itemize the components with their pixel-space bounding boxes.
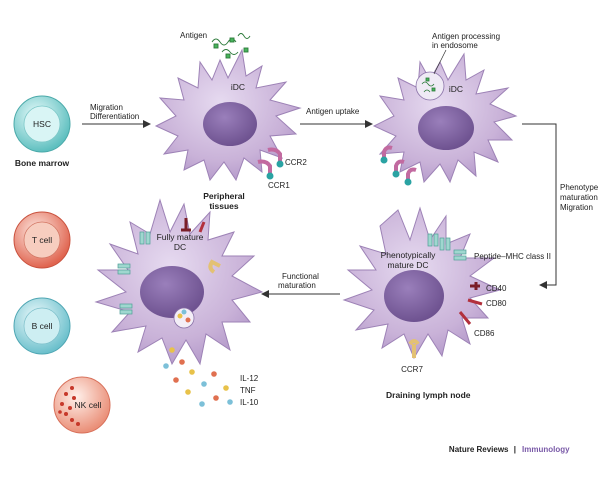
migration2-label: Migration bbox=[560, 203, 593, 212]
phenotype-label: Phenotype bbox=[560, 183, 599, 192]
b-cell: B cell bbox=[13, 297, 71, 355]
nucleus bbox=[418, 106, 474, 150]
cd86-icon bbox=[198, 221, 206, 233]
processing-label-1: Antigen processing bbox=[432, 32, 500, 41]
nucleus bbox=[384, 270, 444, 322]
tissues-label: tissues bbox=[209, 201, 239, 211]
cd86-label: CD86 bbox=[474, 329, 495, 338]
ccr2-label: CCR2 bbox=[285, 158, 307, 167]
cytokines-icon bbox=[163, 347, 233, 407]
nucleus bbox=[203, 102, 257, 146]
maturation2-label: maturation bbox=[278, 281, 316, 290]
differentiation-label: Differentiation bbox=[90, 112, 139, 121]
b-cell-label: B cell bbox=[32, 321, 53, 331]
cd40-icon bbox=[470, 282, 480, 290]
processing-label-2: in endosome bbox=[432, 41, 478, 50]
phenotypically-mature-dc: Phenotypically mature DC bbox=[342, 206, 502, 360]
cytokine-vesicle-icon bbox=[173, 307, 195, 329]
full-dc-label-1: Fully mature bbox=[157, 232, 204, 242]
antigen-icon bbox=[211, 33, 251, 59]
immature-dc-peripheral: iDC bbox=[154, 48, 302, 182]
cd40-label: CD40 bbox=[486, 284, 507, 293]
peripheral-label: Peripheral bbox=[203, 191, 245, 201]
idc-right-label: iDC bbox=[449, 84, 463, 94]
cd86-icon bbox=[458, 311, 472, 325]
t-cell-label: T cell bbox=[32, 235, 52, 245]
pheno-dc-label-2: mature DC bbox=[387, 260, 428, 270]
ccr7-icon bbox=[208, 259, 221, 274]
cd80-label: CD80 bbox=[486, 299, 507, 308]
pheno-dc-label-1: Phenotypically bbox=[381, 250, 437, 260]
arrow-phenotype-maturation bbox=[522, 123, 557, 289]
mhc-class-ii-icon bbox=[427, 233, 467, 261]
immature-dc-processing: iDC bbox=[372, 52, 518, 186]
mhc-class-ii-icon bbox=[117, 231, 151, 315]
bone-marrow-label: Bone marrow bbox=[15, 158, 70, 168]
ccr1-label: CCR1 bbox=[268, 181, 290, 190]
maturation-label: maturation bbox=[560, 193, 598, 202]
journal-title: Nature Reviews bbox=[449, 445, 509, 454]
migration-label: Migration bbox=[90, 103, 123, 112]
nk-cell-label: NK cell bbox=[75, 400, 102, 410]
ccr2-receptor-icon bbox=[267, 147, 284, 168]
antigen-uptake-label: Antigen uptake bbox=[306, 107, 360, 116]
cd80-icon bbox=[467, 298, 483, 306]
journal-separator: | bbox=[514, 445, 516, 454]
journal-name: Nature Reviews | bbox=[449, 445, 516, 454]
peptide-mhc-label: Peptide–MHC class II bbox=[474, 252, 551, 261]
antigen-label: Antigen bbox=[180, 31, 207, 40]
ccr1-receptor-icon bbox=[257, 159, 274, 180]
ccr7-label: CCR7 bbox=[401, 365, 423, 374]
idc-top-label: iDC bbox=[231, 82, 245, 92]
il12-label: IL-12 bbox=[240, 374, 259, 383]
hsc-cell: HSC bbox=[13, 95, 71, 153]
t-cell: T cell bbox=[13, 211, 71, 269]
lymph-node-label: Draining lymph node bbox=[386, 390, 471, 400]
hsc-label: HSC bbox=[33, 119, 51, 129]
nk-cell: NK cell bbox=[53, 376, 111, 434]
full-dc-label-2: DC bbox=[174, 242, 186, 252]
processed-antigen-icon bbox=[421, 77, 436, 93]
il10-label: IL-10 bbox=[240, 398, 259, 407]
journal-section: Immunology bbox=[522, 445, 570, 454]
functional-label: Functional bbox=[282, 272, 319, 281]
cd40-icon bbox=[181, 218, 191, 232]
nucleus bbox=[140, 266, 204, 318]
fully-mature-dc: Fully mature DC bbox=[94, 198, 264, 366]
tnf-label: TNF bbox=[240, 386, 256, 395]
ccr7-icon bbox=[408, 339, 420, 358]
